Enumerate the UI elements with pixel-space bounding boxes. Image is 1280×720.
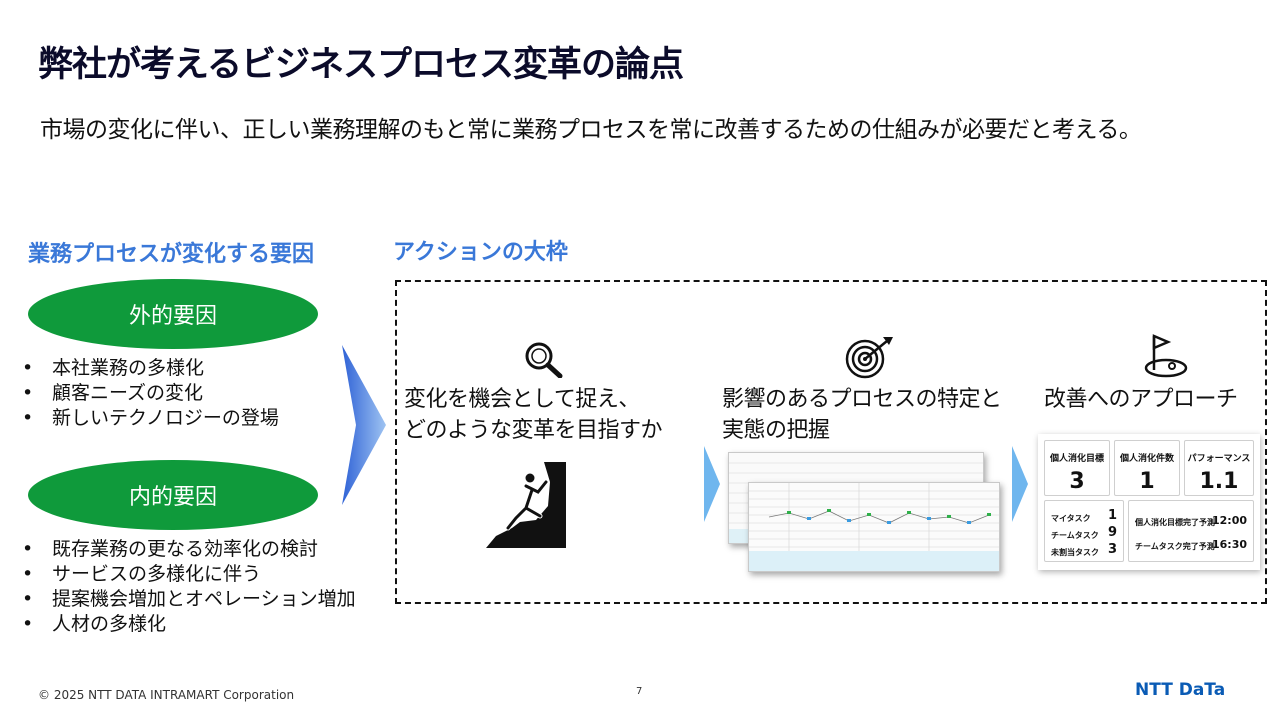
kpi-dashboard-image: 個人消化目標 3 個人消化件数 1 パフォーマンス 1.1 マイタスク 1 チー…	[1038, 434, 1260, 570]
kpi-card: パフォーマンス 1.1	[1184, 440, 1254, 496]
action-frame	[395, 280, 1267, 604]
kpi-card: 個人消化件数 1	[1114, 440, 1180, 496]
task-count-card: マイタスク 1 チームタスク 9 未割当タスク 3	[1044, 500, 1124, 562]
kpi-value: 1.1	[1199, 469, 1239, 494]
forecast-card: 個人消化目標完了予測 12:00 チームタスク完了予測 16:30	[1128, 500, 1254, 562]
task-label: チームタスク	[1051, 531, 1099, 540]
task-label: マイタスク	[1051, 514, 1091, 523]
process-chart-image	[749, 483, 999, 571]
kpi-card: 個人消化目標 3	[1044, 440, 1110, 496]
list-item-continued: 提案機会増加とオペレーション増加	[22, 587, 356, 612]
step-2-line-1: 影響のあるプロセスの特定と	[722, 387, 1002, 412]
forecast-label: 個人消化目標完了予測	[1135, 518, 1215, 527]
golf-flag-icon	[1144, 334, 1188, 378]
step-2-line-2: 実態の把握	[722, 418, 830, 443]
kpi-label: 個人消化件数	[1119, 454, 1174, 464]
kpi-label: 個人消化目標	[1049, 454, 1104, 464]
list-item: 顧客ニーズの変化	[22, 381, 279, 406]
page-subtitle: 市場の変化に伴い、正しい業務理解のもと常に業務プロセスを常に改善するための仕組み…	[40, 117, 1142, 143]
step-1-line-1: 変化を機会として捉え、	[404, 387, 640, 412]
kpi-label: パフォーマンス	[1187, 454, 1251, 464]
external-factors-label: 外的要因	[128, 304, 217, 329]
chevron-right-icon	[1012, 446, 1028, 522]
list-item: サービスの多様化に伴う	[22, 562, 356, 587]
actions-heading: アクションの大枠	[393, 240, 568, 265]
page-title: 弊社が考えるビジネスプロセス変革の論点	[38, 45, 684, 85]
factors-heading: 業務プロセスが変化する要因	[28, 242, 315, 267]
process-analysis-screenshot-front	[748, 482, 1000, 572]
task-row: チームタスク 9	[1051, 525, 1117, 541]
step-1-line-2: どのような変革を目指すか	[404, 418, 663, 443]
task-value: 1	[1107, 508, 1117, 523]
task-row: マイタスク 1	[1051, 508, 1117, 524]
step-3-line-1: 改善へのアプローチ	[1044, 387, 1238, 412]
forecast-row: チームタスク完了予測 16:30	[1135, 538, 1247, 552]
list-item: 本社業務の多様化	[22, 356, 279, 381]
page-number: 7	[636, 686, 643, 697]
forecast-value: 16:30	[1211, 538, 1247, 551]
ntt-data-logo: NTT DaTa	[1135, 680, 1226, 700]
list-item: 新しいテクノロジーの登場	[22, 406, 279, 431]
step-1-text: 変化を機会として捉え、 どのような変革を目指すか	[404, 384, 663, 446]
external-factors-list: 本社業務の多様化 顧客ニーズの変化 新しいテクノロジーの登場	[22, 356, 279, 431]
internal-factors-oval: 内的要因	[28, 460, 318, 530]
climber-icon	[486, 462, 566, 548]
forecast-value: 12:00	[1211, 514, 1247, 527]
task-label: 未割当タスク	[1051, 548, 1099, 557]
forecast-label: チームタスク完了予測	[1135, 542, 1215, 551]
kpi-value: 3	[1069, 469, 1085, 494]
step-2-text: 影響のあるプロセスの特定と 実態の把握	[722, 384, 1002, 446]
list-item: 既存業務の更なる効率化の検討	[22, 537, 356, 562]
kpi-value: 1	[1139, 469, 1155, 494]
task-row: 未割当タスク 3	[1051, 542, 1117, 558]
external-factors-oval: 外的要因	[28, 279, 318, 349]
list-item: 人材の多様化	[22, 612, 356, 637]
chevron-right-icon	[704, 446, 720, 522]
forecast-row: 個人消化目標完了予測 12:00	[1135, 514, 1247, 528]
task-value: 3	[1107, 542, 1117, 557]
big-flow-arrow-icon	[342, 345, 386, 505]
internal-factors-label: 内的要因	[128, 485, 217, 510]
internal-factors-list: 既存業務の更なる効率化の検討 サービスの多様化に伴う 提案機会増加とオペレーショ…	[22, 537, 356, 637]
step-3-text: 改善へのアプローチ	[1044, 384, 1238, 415]
magnifier-icon	[525, 342, 563, 378]
task-value: 9	[1107, 525, 1117, 540]
copyright: © 2025 NTT DATA INTRAMART Corporation	[38, 688, 295, 702]
target-icon	[845, 337, 893, 379]
